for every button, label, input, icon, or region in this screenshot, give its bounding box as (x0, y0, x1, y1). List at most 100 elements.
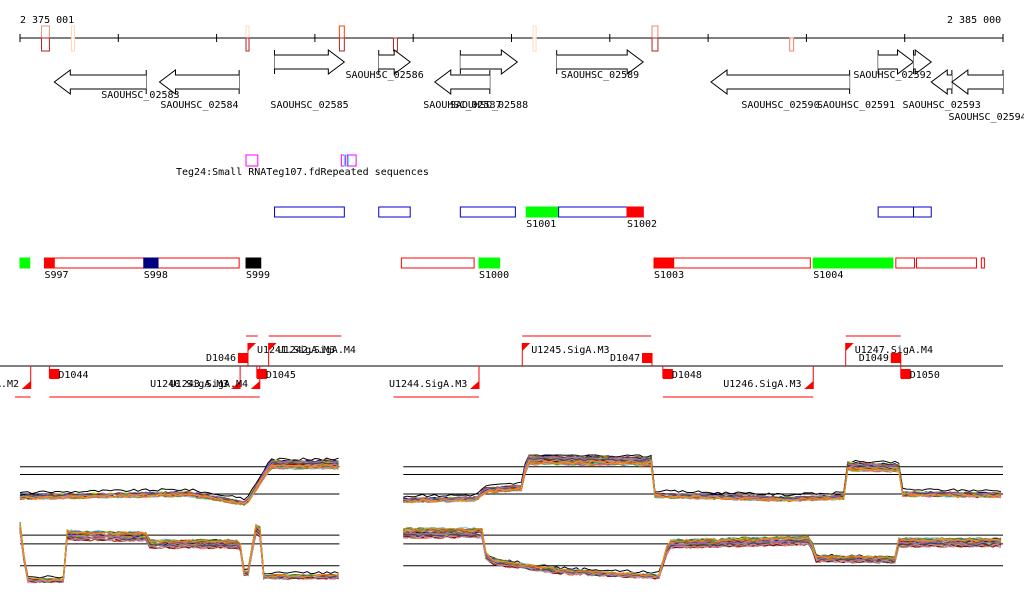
gene-label: SAOUHSC_02591 (817, 100, 895, 111)
segment-box (19, 257, 31, 269)
terminator-label: D1044 (58, 370, 88, 381)
feature-marker (41, 25, 50, 39)
gene-label: SAOUHSC_02585 (270, 100, 348, 111)
feature-marker (532, 25, 537, 39)
rna-feature-box (340, 154, 346, 167)
segment-box (400, 257, 475, 269)
segment-box (812, 257, 894, 269)
segment-box (895, 257, 916, 269)
rna-track: Teg24:Small RNATeg107.fdRepeated sequenc… (176, 154, 429, 178)
segment-label: S1000 (479, 270, 509, 281)
promoter-label: U1239.SigA.M2 (0, 379, 19, 390)
promoter-flag (231, 381, 241, 389)
promoter-flag (522, 343, 531, 351)
expression-line (20, 465, 339, 506)
segment-track-minus: S997 S998 S999 S1000 S1003 S1004 (19, 257, 985, 281)
segment-label: S1004 (813, 270, 843, 281)
terminator-block (890, 353, 901, 363)
feature-marker (71, 25, 76, 39)
expression-line (403, 534, 1002, 579)
segment-box (43, 257, 240, 269)
gene-label: SAOUHSC_02588 (450, 100, 528, 111)
segment-label: S997 (44, 270, 68, 281)
segment-box (478, 257, 501, 269)
segment-box (626, 206, 644, 218)
gene-label: SAOUHSC_02587 (423, 100, 501, 111)
segment-box (877, 206, 915, 218)
expression-line (19, 466, 339, 506)
coordinate-ruler: 2 375 001 2 385 000 (19, 15, 1004, 52)
rna-feature-labels: Teg24:Small RNATeg107.fdRepeated sequenc… (176, 167, 429, 178)
segment-label: S1003 (654, 270, 684, 281)
gene-arrow (930, 69, 952, 95)
promoter-label: U1247.SigA.M4 (855, 345, 933, 356)
promoter-label: U1246.SigA.M3 (723, 379, 801, 390)
promoter-label: U1243.SigA.M4 (170, 379, 248, 390)
promoter-label: U1242.SigA.M4 (278, 345, 356, 356)
segment-box (459, 206, 516, 218)
gene-label: SAOUHSC_02594 (948, 112, 1024, 123)
feature-marker (338, 25, 345, 39)
ruler-ticks (19, 34, 1004, 42)
feature-marker (338, 37, 345, 52)
rna-feature-box (343, 154, 349, 167)
promoter-label: U1244.SigA.M3 (389, 379, 467, 390)
gene-arrow (951, 69, 1003, 95)
terminator-label: D1046 (206, 353, 236, 364)
segment-label: S998 (144, 270, 168, 281)
promoter-label: U1245.SigA.M3 (531, 345, 609, 356)
rna-feature-box (346, 154, 357, 167)
gene-label: SAOUHSC_02589 (561, 70, 639, 81)
expression-line (403, 529, 1002, 578)
promoter-label: U1241.SigA.M3 (257, 345, 335, 356)
gene-label: SAOUHSC_02590 (741, 100, 819, 111)
expression-line (19, 465, 339, 506)
terminator-block (900, 369, 911, 379)
terminator-block (256, 369, 267, 379)
segment-label: S999 (246, 270, 270, 281)
feature-marker (789, 37, 795, 52)
segment-box (274, 206, 345, 218)
promoter-flag (247, 343, 256, 351)
gene-arrow (53, 69, 147, 95)
terminator-label: D1047 (610, 353, 640, 364)
expression-plot-minus (19, 521, 1003, 584)
expression-line (19, 522, 339, 582)
segment-box (980, 257, 985, 269)
expression-line (19, 465, 339, 506)
gene-arrow (433, 69, 490, 95)
segment-label: S1001 (526, 219, 556, 230)
coord-end-label: 2 385 000 (947, 15, 1001, 26)
expression-line (403, 460, 1002, 503)
promoter-flag (21, 381, 31, 389)
expression-line (19, 530, 339, 584)
feature-marker (532, 37, 537, 52)
coord-start-label: 2 375 001 (20, 15, 74, 26)
expression-line (403, 527, 1002, 578)
gene-label: SAOUHSC_02584 (160, 100, 238, 111)
promoter-flag (845, 343, 854, 351)
segment-box (245, 257, 262, 269)
gene-label: SAOUHSC_02586 (345, 70, 423, 81)
segment-box (525, 206, 560, 218)
expression-line (403, 529, 1002, 578)
expression-line (403, 528, 1002, 578)
expression-line (19, 466, 339, 506)
terminator-block (662, 369, 673, 379)
gene-label: SAOUHSC_02593 (903, 100, 981, 111)
gene-arrow (913, 49, 933, 75)
expression-line (19, 464, 339, 504)
feature-marker (245, 37, 250, 52)
promoter-flag (804, 381, 814, 389)
terminator-block (642, 353, 653, 363)
gene-label: SAOUHSC_02592 (853, 70, 931, 81)
segment-box (378, 206, 411, 218)
expression-line (403, 529, 1002, 578)
feature-marker (651, 25, 659, 39)
segment-box (653, 257, 811, 269)
terminator-label: D1050 (910, 370, 940, 381)
gene-arrow (158, 69, 240, 95)
